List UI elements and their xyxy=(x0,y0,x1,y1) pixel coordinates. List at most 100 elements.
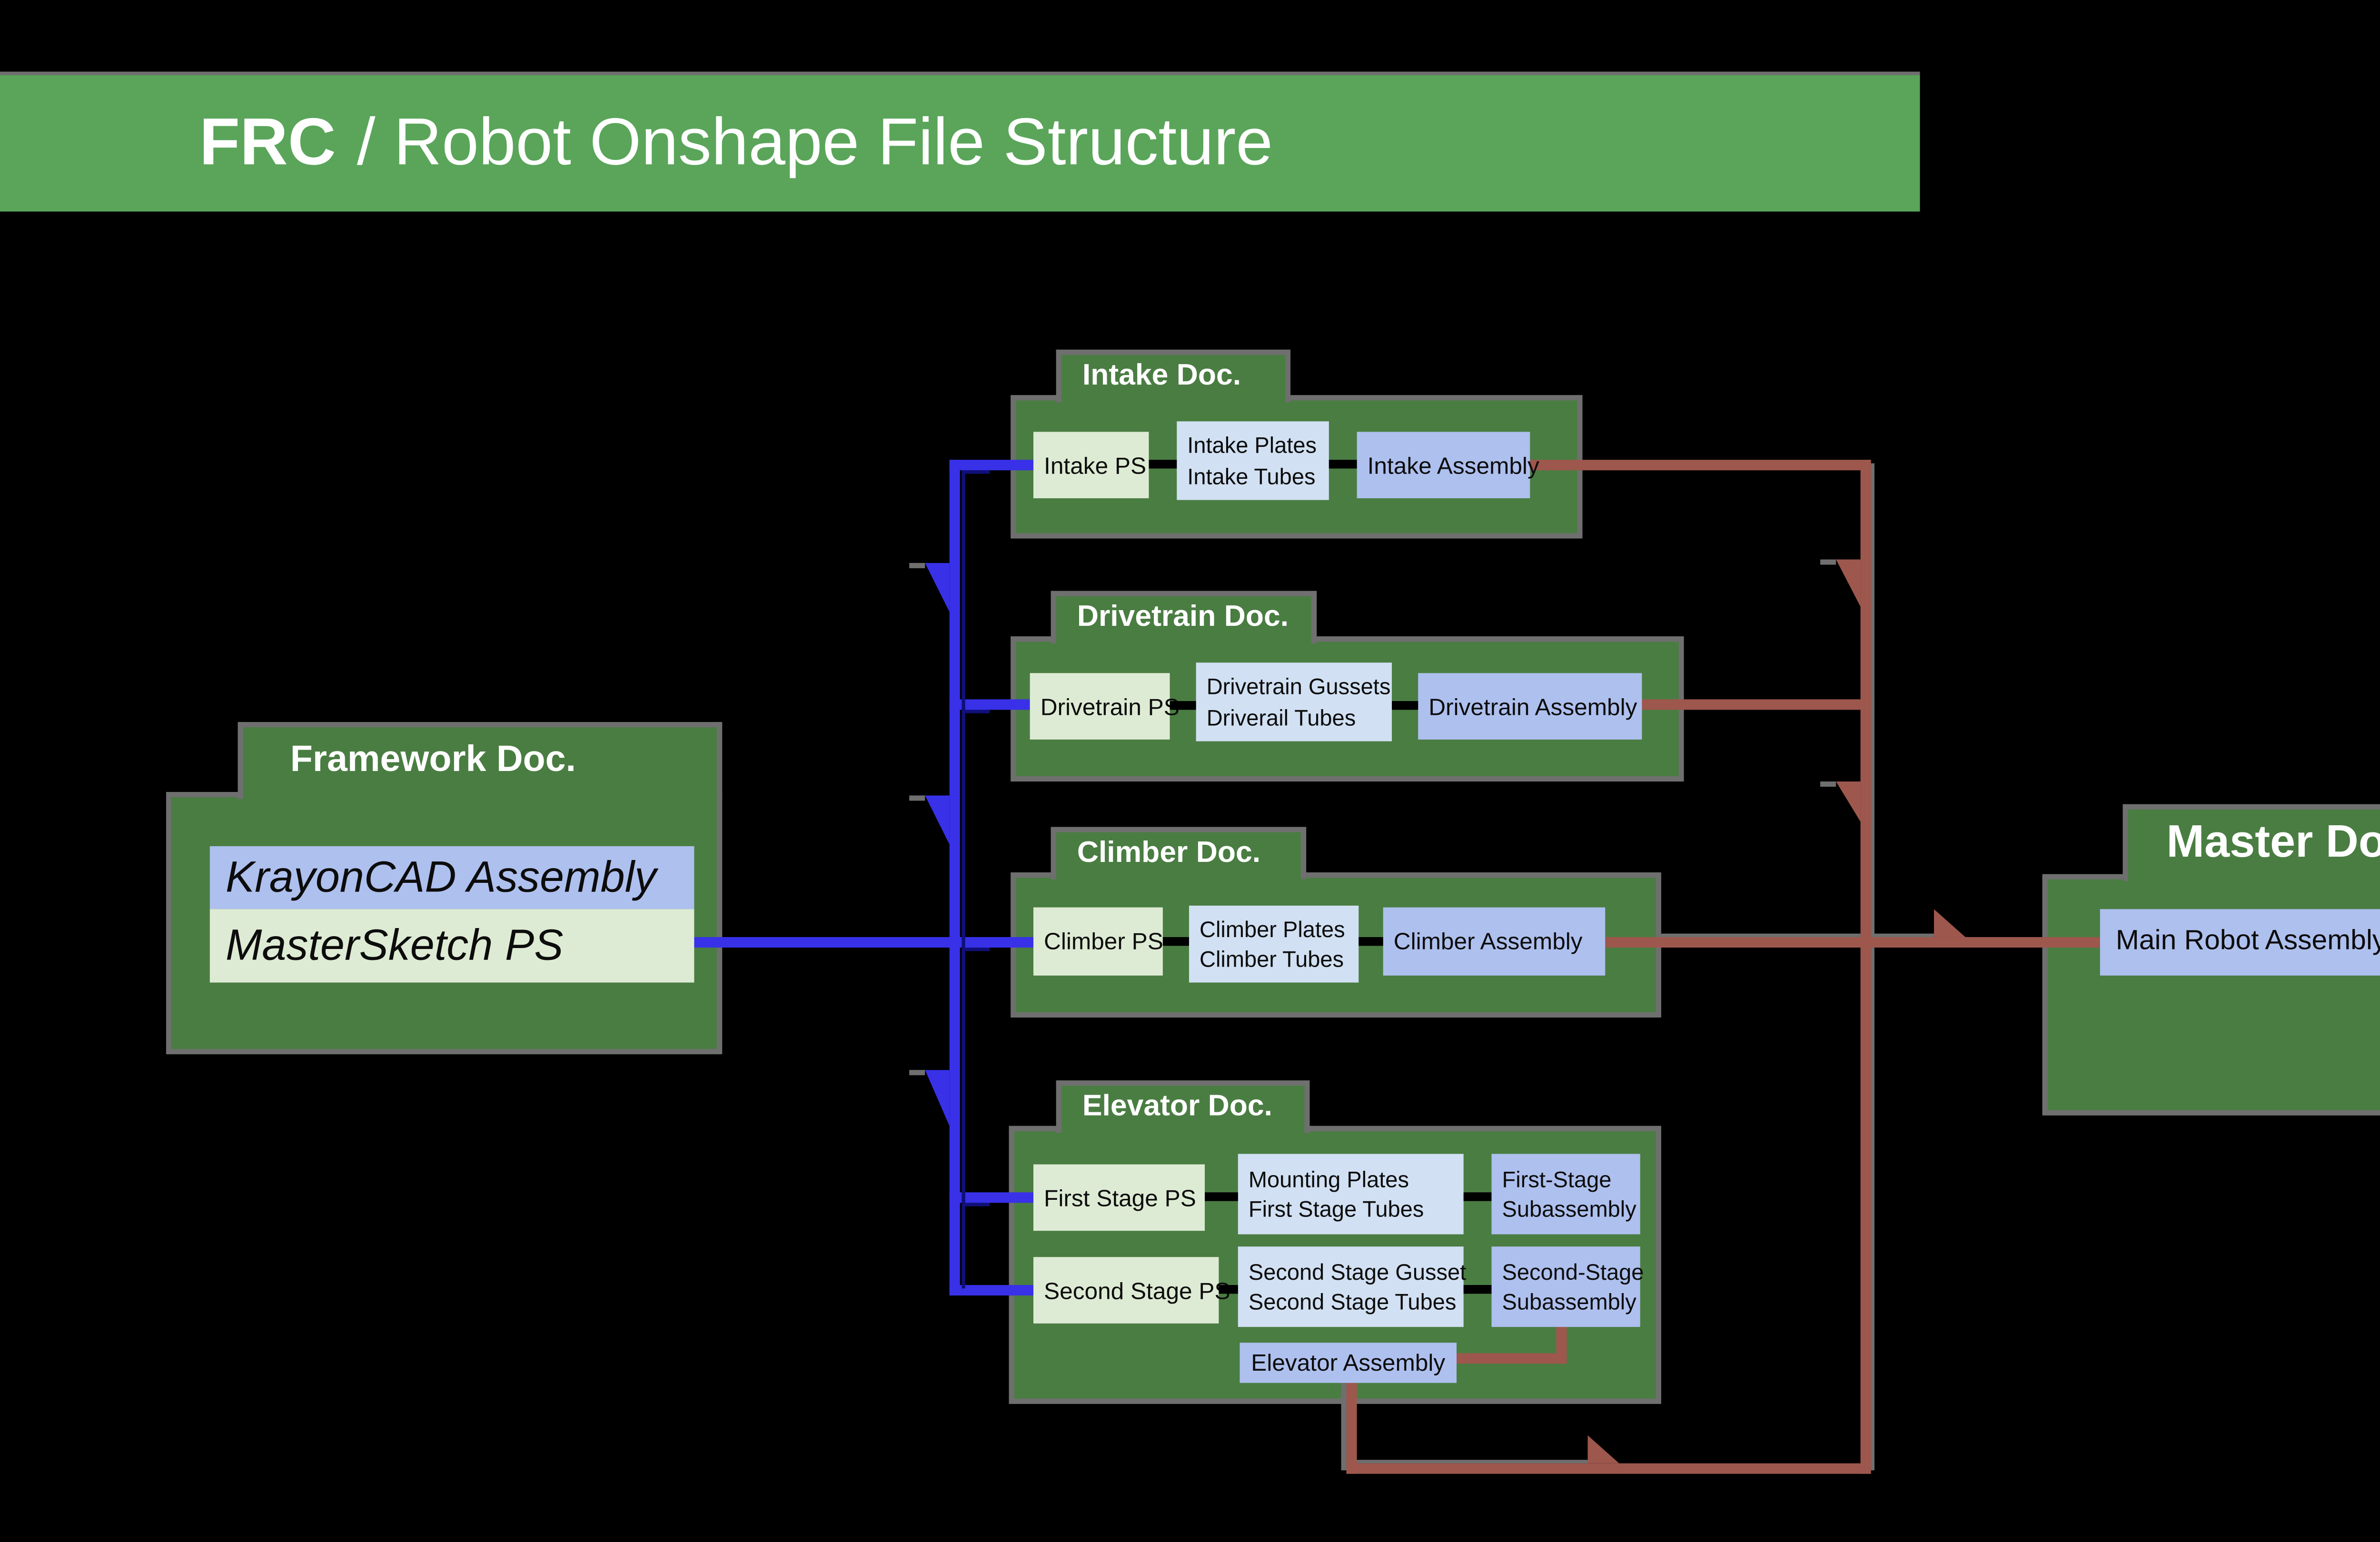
second-stage-subassembly-box: Second-Stage Subassembly xyxy=(1491,1246,1644,1327)
second-stage-parts-box: Second Stage Gusset Second Stage Tubes xyxy=(1238,1246,1466,1327)
climber-assembly-box: Climber Assembly xyxy=(1383,907,1606,976)
brown-connector-climber-master xyxy=(1605,937,2100,948)
elevator-doc-tab: Elevator Doc. xyxy=(1056,1080,1310,1133)
blue-connector-trunk xyxy=(949,460,960,1296)
title-banner: FRC / Robot Onshape File Structure xyxy=(0,71,1920,212)
second-stage-sub-line2: Subassembly xyxy=(1502,1288,1636,1315)
drivetrain-parts-line2: Driverail Tubes xyxy=(1206,703,1356,730)
shadow-tick-brown-1 xyxy=(1820,559,1836,565)
intake-assembly-label: Intake Assembly xyxy=(1367,452,1539,478)
drivetrain-parts-box: Drivetrain Gussets Driverail Tubes xyxy=(1196,662,1392,741)
main-robot-assembly-label: Main Robot Assembly xyxy=(2115,926,2380,957)
first-stage-parts-line1: Mounting Plates xyxy=(1248,1166,1409,1192)
first-stage-ps-label: First Stage PS xyxy=(1044,1184,1196,1211)
climber-doc-tab-label: Climber Doc. xyxy=(1077,835,1261,868)
blue-branch-second-stage xyxy=(949,1285,1034,1296)
brown-arrowhead-master xyxy=(1934,909,1965,937)
brown-connector-trunk xyxy=(1860,460,1871,1474)
second-stage-sub-line1: Second-Stage xyxy=(1502,1258,1644,1285)
navy-stub-drivetrain xyxy=(963,710,990,713)
intake-parts-line1: Intake Plates xyxy=(1187,432,1317,459)
intake-doc-tab-label: Intake Doc. xyxy=(1082,357,1241,391)
climber-link-1 xyxy=(1162,937,1189,946)
first-stage-parts-line2: First Stage Tubes xyxy=(1248,1196,1424,1222)
climber-assembly-label: Climber Assembly xyxy=(1393,928,1583,955)
intake-doc-tab: Intake Doc. xyxy=(1056,349,1291,402)
climber-doc-tab: Climber Doc. xyxy=(1051,827,1307,880)
navy-stub-climber xyxy=(963,948,990,951)
blue-connector-framework-climber xyxy=(687,937,1034,948)
brown-arrowhead-2 xyxy=(1836,781,1861,822)
shadow-tick-blue-2 xyxy=(909,795,925,801)
drivetrain-doc-tab-label: Drivetrain Doc. xyxy=(1077,599,1289,632)
blue-arrowhead-2 xyxy=(925,795,950,845)
second-stage-ps-box: Second Stage PS xyxy=(1033,1257,1230,1324)
first-stage-ps-box: First Stage PS xyxy=(1033,1164,1205,1231)
shadow-climber-line xyxy=(1661,933,1934,937)
second-stage-parts-line2: Second Stage Tubes xyxy=(1248,1288,1457,1315)
intake-link-1 xyxy=(1149,460,1177,469)
master-document-tab: Master Document xyxy=(2122,804,2380,881)
brown-branch-drivetrain xyxy=(1642,699,1871,710)
intake-parts-line2: Intake Tubes xyxy=(1187,462,1316,489)
second-stage-ps-label: Second Stage PS xyxy=(1044,1277,1230,1304)
drivetrain-assembly-box: Drivetrain Assembly xyxy=(1418,673,1642,740)
brown-connector-bottom xyxy=(1346,1463,1871,1474)
drivetrain-assembly-label: Drivetrain Assembly xyxy=(1428,693,1637,720)
shadow-tick-blue-3 xyxy=(909,1070,925,1076)
climber-parts-line1: Climber Plates xyxy=(1200,916,1345,942)
first-stage-sub-line2: Subassembly xyxy=(1502,1196,1636,1222)
framework-doc-tab: Framework Doc. xyxy=(238,722,723,799)
brown-connector-sub2-horizontal xyxy=(1457,1353,1567,1364)
drivetrain-link-1 xyxy=(1170,701,1196,710)
navy-companion-line xyxy=(962,470,965,1289)
blue-branch-intake xyxy=(949,460,1034,471)
drivetrain-link-2 xyxy=(1392,701,1418,710)
brown-arrowhead-1 xyxy=(1836,559,1861,607)
blue-branch-drivetrain xyxy=(949,699,1030,710)
first-stage-parts-box: Mounting Plates First Stage Tubes xyxy=(1238,1154,1464,1235)
brown-branch-intake xyxy=(1530,460,1871,471)
elevator-assembly-box: Elevator Assembly xyxy=(1240,1343,1457,1383)
shadow-elevator-down xyxy=(1341,1383,1347,1471)
drivetrain-parts-line1: Drivetrain Gussets xyxy=(1206,673,1391,700)
climber-parts-line2: Climber Tubes xyxy=(1200,946,1344,972)
elevator-r2-link-1 xyxy=(1219,1285,1238,1294)
framework-doc-tab-label: Framework Doc. xyxy=(290,739,576,779)
blue-branch-first-stage xyxy=(949,1192,1034,1203)
krayoncad-assembly-item: KrayonCAD Assembly xyxy=(209,846,694,909)
navy-stub-intake xyxy=(963,470,990,474)
climber-parts-box: Climber Plates Climber Tubes xyxy=(1189,905,1359,983)
intake-ps-label: Intake PS xyxy=(1044,452,1147,478)
banner-title-text: / Robot Onshape File Structure xyxy=(357,106,1273,179)
intake-assembly-box: Intake Assembly xyxy=(1357,432,1539,498)
drivetrain-doc-tab: Drivetrain Doc. xyxy=(1051,591,1317,643)
main-robot-assembly-box: Main Robot Assembly xyxy=(2100,909,2380,976)
elevator-r1-link-2 xyxy=(1463,1192,1492,1201)
elevator-assembly-label: Elevator Assembly xyxy=(1251,1349,1446,1376)
shadow-tick-brown-2 xyxy=(1820,781,1836,787)
drivetrain-ps-box: Drivetrain PS xyxy=(1030,673,1180,740)
mastersketch-ps-label: MasterSketch PS xyxy=(225,920,564,969)
climber-ps-label: Climber PS xyxy=(1044,928,1163,955)
krayoncad-assembly-label: KrayonCAD Assembly xyxy=(225,852,656,901)
mastersketch-ps-item: MasterSketch PS xyxy=(209,909,694,983)
first-stage-sub-line1: First-Stage xyxy=(1502,1166,1612,1192)
shadow-trunk-right xyxy=(1871,463,1874,1471)
shadow-bottom-line xyxy=(1351,1460,1590,1463)
master-document-tab-label: Master Document xyxy=(2166,814,2380,868)
elevator-doc-tab-label: Elevator Doc. xyxy=(1082,1088,1273,1122)
navy-stub-first-stage xyxy=(963,1203,990,1206)
climber-ps-box: Climber PS xyxy=(1033,907,1163,976)
elevator-r2-link-2 xyxy=(1463,1285,1492,1294)
first-stage-subassembly-box: First-Stage Subassembly xyxy=(1491,1154,1640,1235)
brown-arrowhead-bottom xyxy=(1587,1435,1619,1463)
drivetrain-ps-label: Drivetrain PS xyxy=(1040,693,1180,720)
shadow-tick-blue-1 xyxy=(909,563,925,568)
banner-brand-text: FRC xyxy=(199,106,336,179)
brown-connector-elevator-down xyxy=(1346,1383,1357,1474)
blue-arrowhead-3 xyxy=(925,1070,950,1126)
elevator-r1-link-1 xyxy=(1205,1192,1238,1201)
